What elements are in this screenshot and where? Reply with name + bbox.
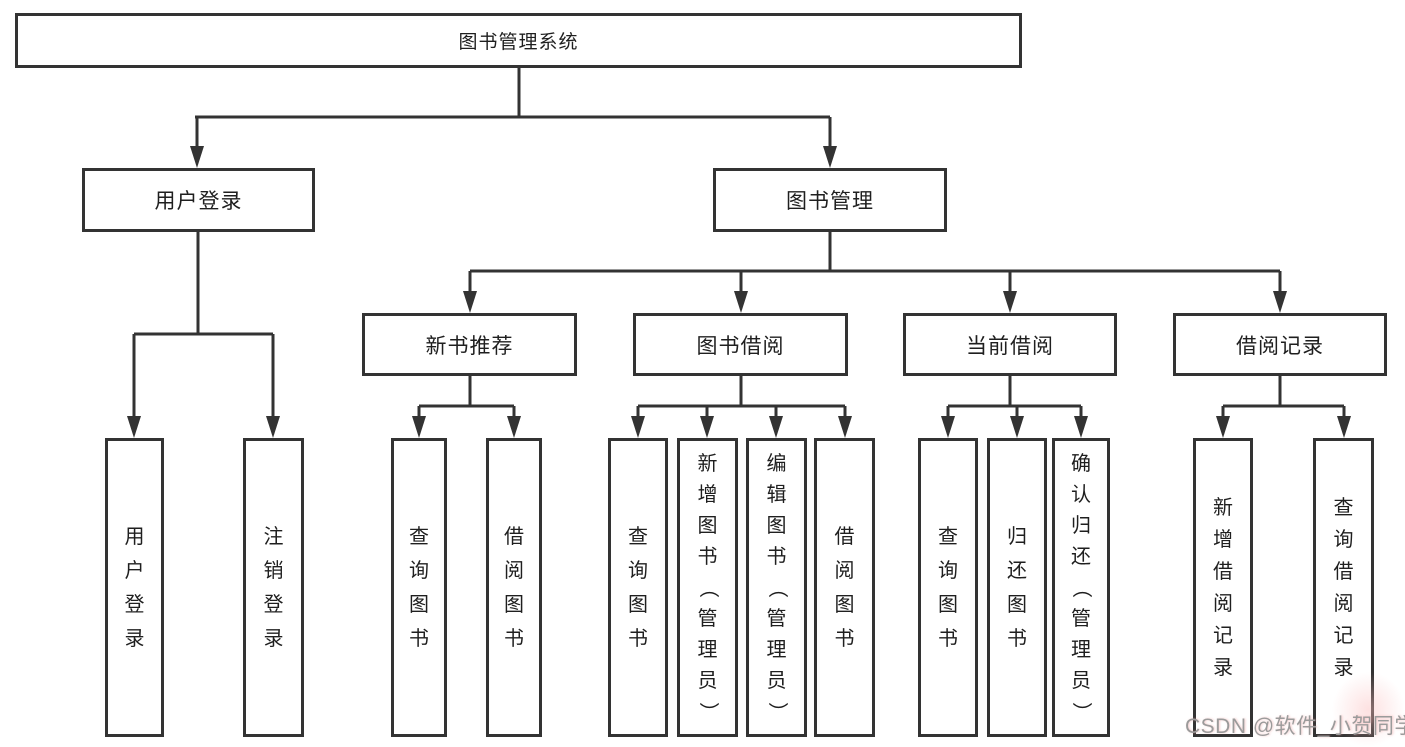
node-module-current-borrowing: 当前借阅 xyxy=(903,313,1117,376)
node-leaf-current-return-books: 归还图书 xyxy=(987,438,1047,737)
node-leaf-records-query-record: 查询借阅记录 xyxy=(1313,438,1374,737)
node-leaf-current-confirm-return-admin: 确认归还（管理员） xyxy=(1052,438,1110,737)
node-leaf-recommend-query-books: 查询图书 xyxy=(391,438,447,737)
arrowheads xyxy=(127,146,1351,438)
node-leaf-borrowing-edit-books-admin: 编辑图书（管理员） xyxy=(746,438,807,737)
node-leaf-records-add-record: 新增借阅记录 xyxy=(1193,438,1253,737)
node-book-management: 图书管理 xyxy=(713,168,947,232)
node-module-borrowing-records: 借阅记录 xyxy=(1173,313,1387,376)
node-leaf-recommend-borrow-books: 借阅图书 xyxy=(486,438,542,737)
node-leaf-borrowing-borrow-books: 借阅图书 xyxy=(814,438,875,737)
node-system-root: 图书管理系统 xyxy=(15,13,1022,68)
node-module-book-borrowing: 图书借阅 xyxy=(633,313,848,376)
node-user-login: 用户登录 xyxy=(82,168,315,232)
node-leaf-borrowing-query-books: 查询图书 xyxy=(608,438,668,737)
node-leaf-logout: 注销登录 xyxy=(243,438,304,737)
node-leaf-current-query-books: 查询图书 xyxy=(918,438,978,737)
node-leaf-user-login: 用户登录 xyxy=(105,438,164,737)
node-module-new-book-recommendation: 新书推荐 xyxy=(362,313,577,376)
node-leaf-borrowing-add-books-admin: 新增图书（管理员） xyxy=(677,438,738,737)
csdn-watermark: CSDN @软件_小贺同学 xyxy=(1185,715,1405,738)
